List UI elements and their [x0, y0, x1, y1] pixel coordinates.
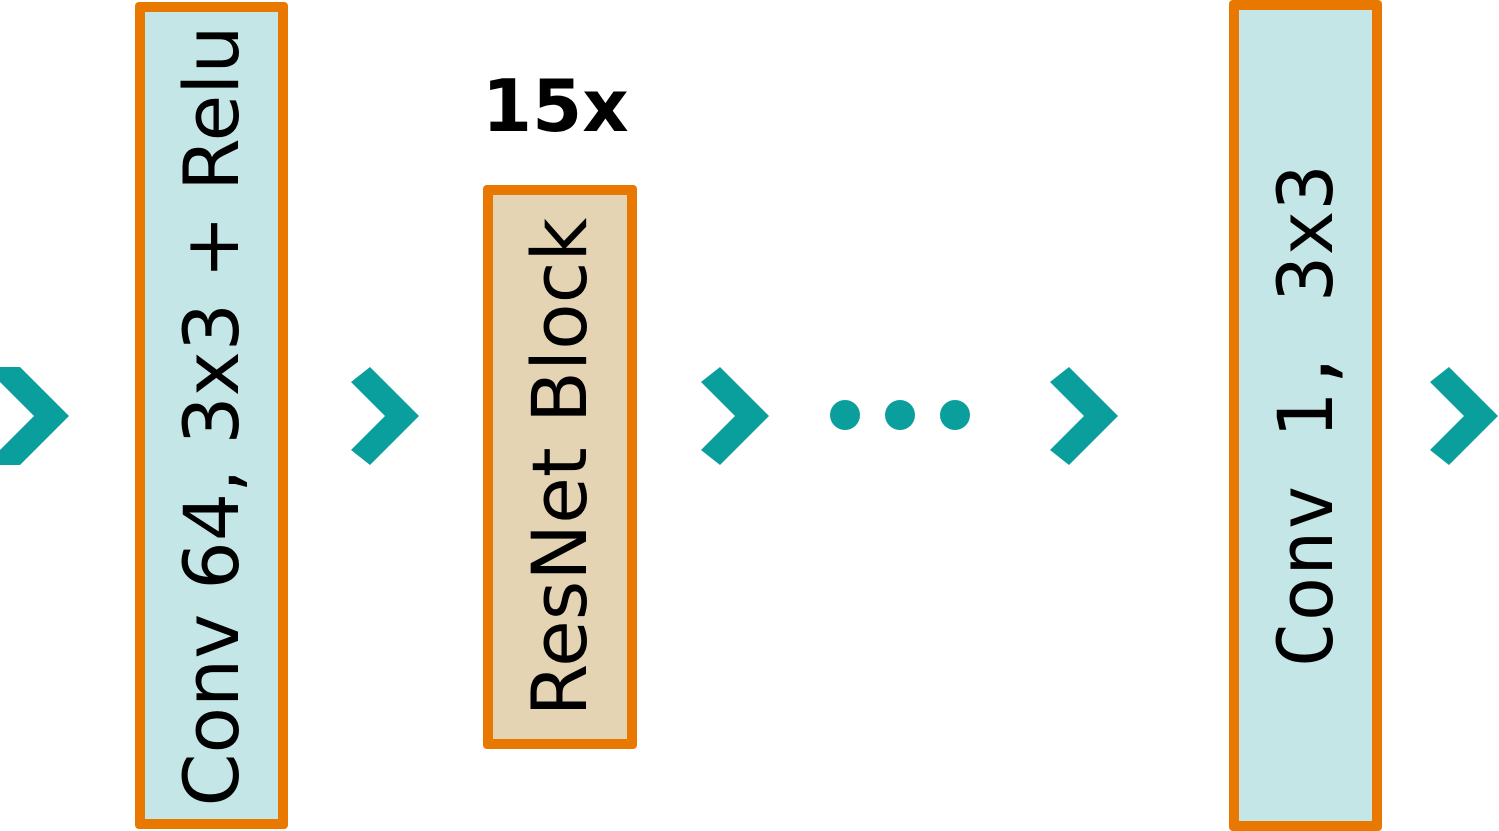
chevron-right-icon [0, 367, 69, 465]
chevron-right-icon [1050, 367, 1118, 465]
ellipsis-icon [830, 400, 970, 430]
chevron-right-icon [701, 367, 769, 465]
conv-output-block: Conv 1, 3x3 [1229, 0, 1382, 831]
repeat-count-label: 15x [482, 64, 629, 148]
conv-input-block: Conv 64, 3x3 + Relu [135, 2, 288, 829]
chevron-right-icon [1430, 367, 1498, 465]
resnet-block: ResNet Block [483, 185, 637, 749]
chevron-right-icon [351, 367, 419, 465]
